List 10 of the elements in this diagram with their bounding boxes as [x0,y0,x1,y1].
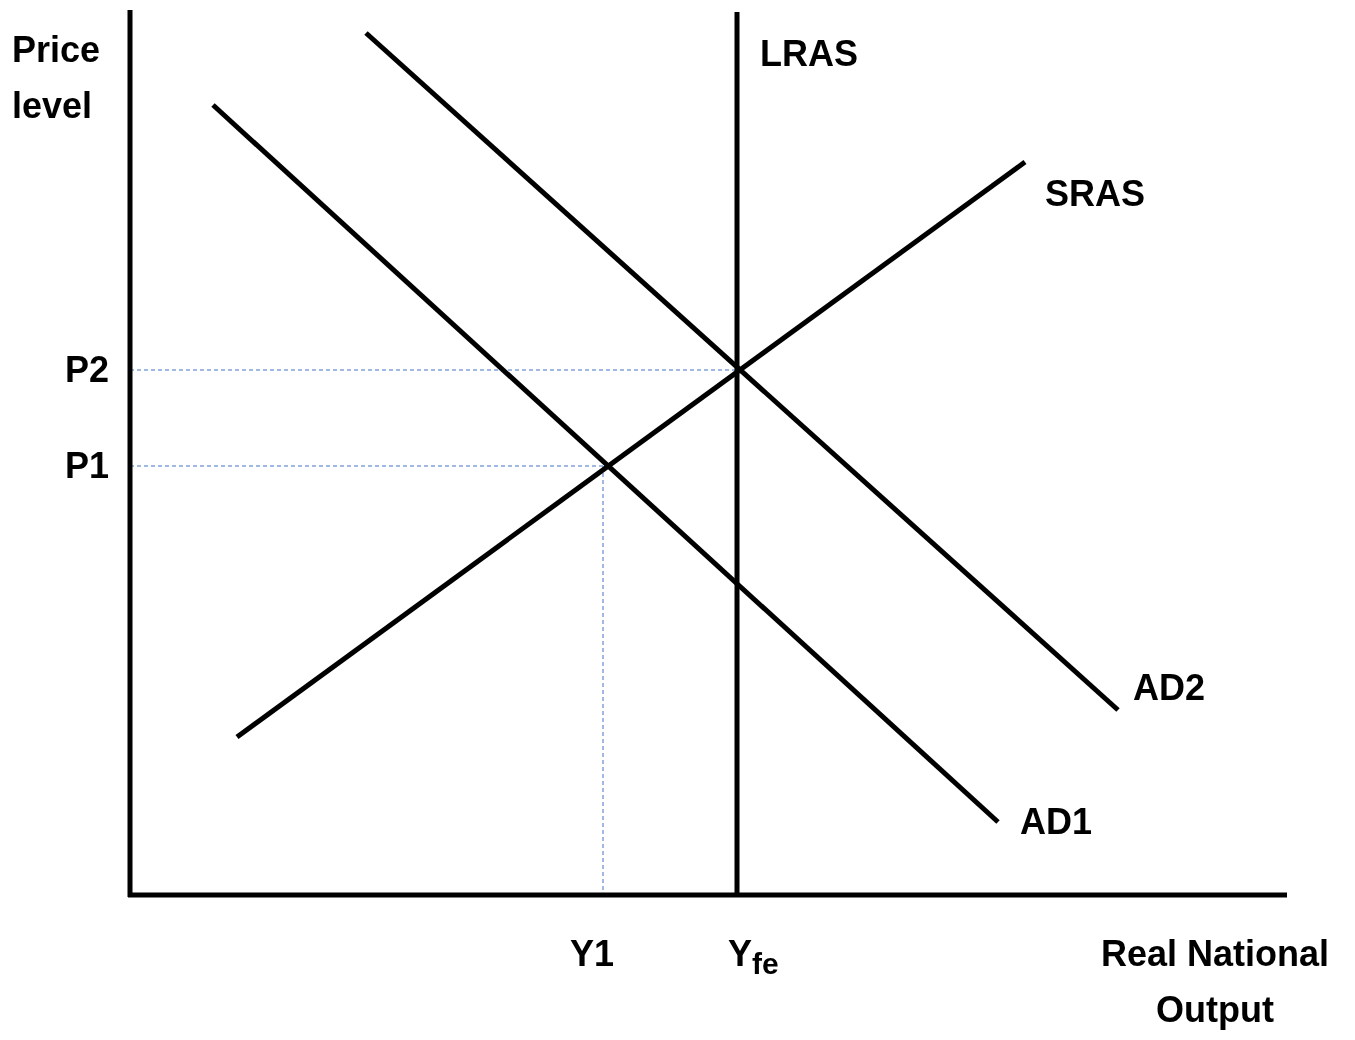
curve-label: SRAS [1045,172,1146,216]
axis-value: P1 [65,444,110,488]
axis-title: Real National Output [1099,932,1331,1032]
curve-label: LRAS [760,32,858,76]
curve-label: AD1 [1020,800,1093,844]
curve-label: AD2 [1133,666,1206,710]
axis-value: P2 [65,348,110,392]
axis-title: Price level [12,28,102,128]
axis-value: Y1 [570,932,615,976]
axis-value: Y$_{fe}$ [728,932,779,983]
